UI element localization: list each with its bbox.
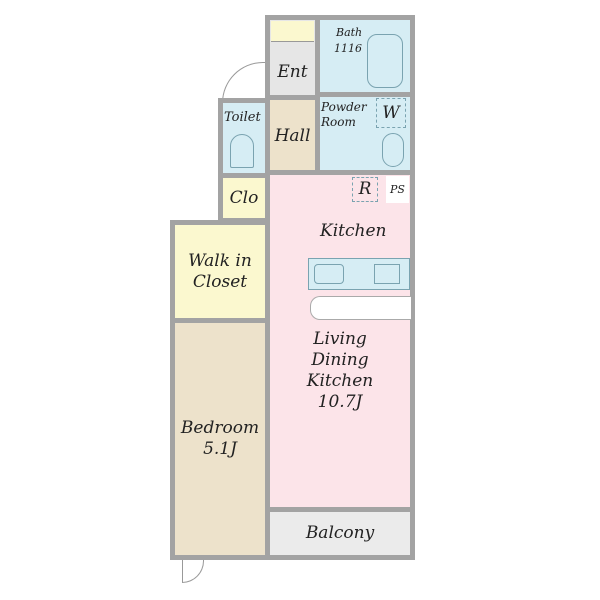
refrigerator-space: R — [352, 177, 378, 202]
kitchen-label: Kitchen — [320, 221, 387, 241]
toilet-icon — [230, 134, 254, 168]
entrance-label: Ent — [277, 62, 308, 82]
closet-label: Clo — [229, 187, 259, 208]
washer-label: W — [382, 102, 400, 123]
pipe-space: PS — [386, 176, 409, 203]
pipe-space-label: PS — [390, 183, 405, 196]
walk-in-closet-label: Walk in Closet — [188, 250, 252, 292]
closet: Clo — [218, 173, 270, 223]
bath-label: Bath — [336, 26, 363, 39]
refrigerator-label: R — [358, 179, 372, 199]
bedroom: Bedroom 5.1J — [170, 318, 270, 560]
bathtub-icon — [367, 34, 403, 88]
bath-size: 1116 — [334, 42, 362, 55]
sink-icon — [382, 133, 404, 167]
kitchen-counter — [308, 258, 410, 290]
counter-bar — [310, 296, 411, 320]
stove-icon — [374, 264, 400, 284]
bedroom-window-door — [182, 560, 204, 583]
washer-space: W — [376, 98, 406, 128]
entrance-door — [222, 62, 271, 103]
toilet-label: Toilet — [224, 110, 261, 125]
hall: Hall — [265, 95, 320, 178]
powder-room-label: Powder Room — [321, 100, 367, 129]
balcony: Balcony — [265, 507, 415, 560]
bedroom-label: Bedroom 5.1J — [180, 418, 260, 459]
hall-label: Hall — [274, 126, 311, 146]
walk-in-closet: Walk in Closet — [170, 220, 270, 323]
balcony-label: Balcony — [305, 523, 375, 543]
kitchen-sink-icon — [314, 264, 344, 284]
shoe-cabinet — [271, 21, 314, 42]
ldk-label: Living Dining Kitchen 10.7J — [306, 329, 374, 412]
